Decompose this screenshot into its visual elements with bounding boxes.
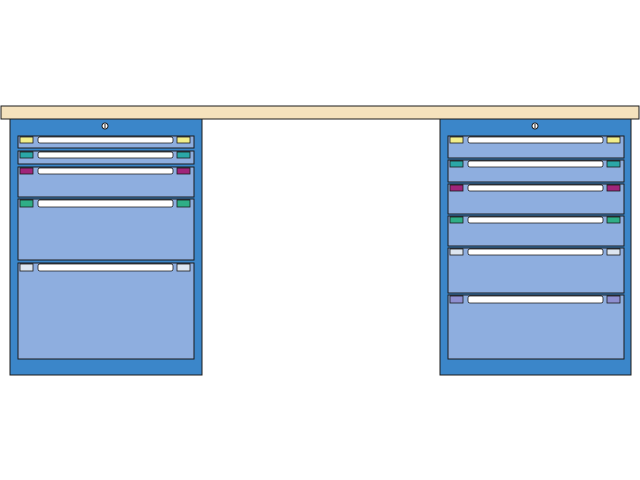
drawer-handle[interactable]	[467, 216, 604, 224]
worktop	[0, 105, 640, 120]
drawer-label-right	[176, 167, 191, 175]
drawer-handle[interactable]	[37, 263, 174, 272]
drawer[interactable]	[17, 262, 195, 360]
drawer-label-left	[19, 151, 34, 159]
drawer-label-left	[449, 160, 464, 168]
drawer-label-right	[176, 263, 191, 272]
drawer-label-left	[19, 263, 34, 272]
drawer-label-right	[606, 216, 621, 224]
drawer-label-left	[19, 136, 34, 144]
drawer[interactable]	[17, 150, 195, 165]
drawer[interactable]	[447, 183, 625, 215]
drawer-label-left	[449, 216, 464, 224]
drawer-label-left	[19, 167, 34, 175]
drawer-label-right	[176, 151, 191, 159]
drawer[interactable]	[17, 135, 195, 149]
left-cabinet	[9, 118, 203, 376]
drawer-label-right	[176, 136, 191, 144]
drawer-label-right	[606, 184, 621, 192]
lock-icon	[101, 122, 109, 130]
drawer-handle[interactable]	[467, 160, 604, 168]
drawer[interactable]	[447, 247, 625, 294]
drawer-handle[interactable]	[37, 199, 174, 208]
drawer-label-right	[606, 295, 621, 304]
drawer-handle[interactable]	[37, 151, 174, 159]
drawer-handle[interactable]	[467, 295, 604, 304]
drawer[interactable]	[447, 215, 625, 247]
drawer-label-left	[19, 199, 34, 208]
drawer-label-left	[449, 295, 464, 304]
drawer-handle[interactable]	[467, 136, 604, 144]
drawer[interactable]	[447, 135, 625, 159]
drawer-handle[interactable]	[467, 248, 604, 256]
drawer[interactable]	[447, 294, 625, 360]
drawer-handle[interactable]	[37, 167, 174, 175]
drawer-label-left	[449, 184, 464, 192]
drawer-label-left	[449, 136, 464, 144]
drawer-label-right	[606, 136, 621, 144]
drawer[interactable]	[447, 159, 625, 183]
drawer-handle[interactable]	[467, 184, 604, 192]
drawer[interactable]	[17, 198, 195, 261]
lock-icon	[531, 122, 539, 130]
drawer-label-right	[606, 160, 621, 168]
drawer-label-right	[176, 199, 191, 208]
drawer-handle[interactable]	[37, 136, 174, 144]
drawer[interactable]	[17, 166, 195, 198]
drawer-label-left	[449, 248, 464, 256]
right-cabinet	[439, 118, 632, 376]
drawer-label-right	[606, 248, 621, 256]
